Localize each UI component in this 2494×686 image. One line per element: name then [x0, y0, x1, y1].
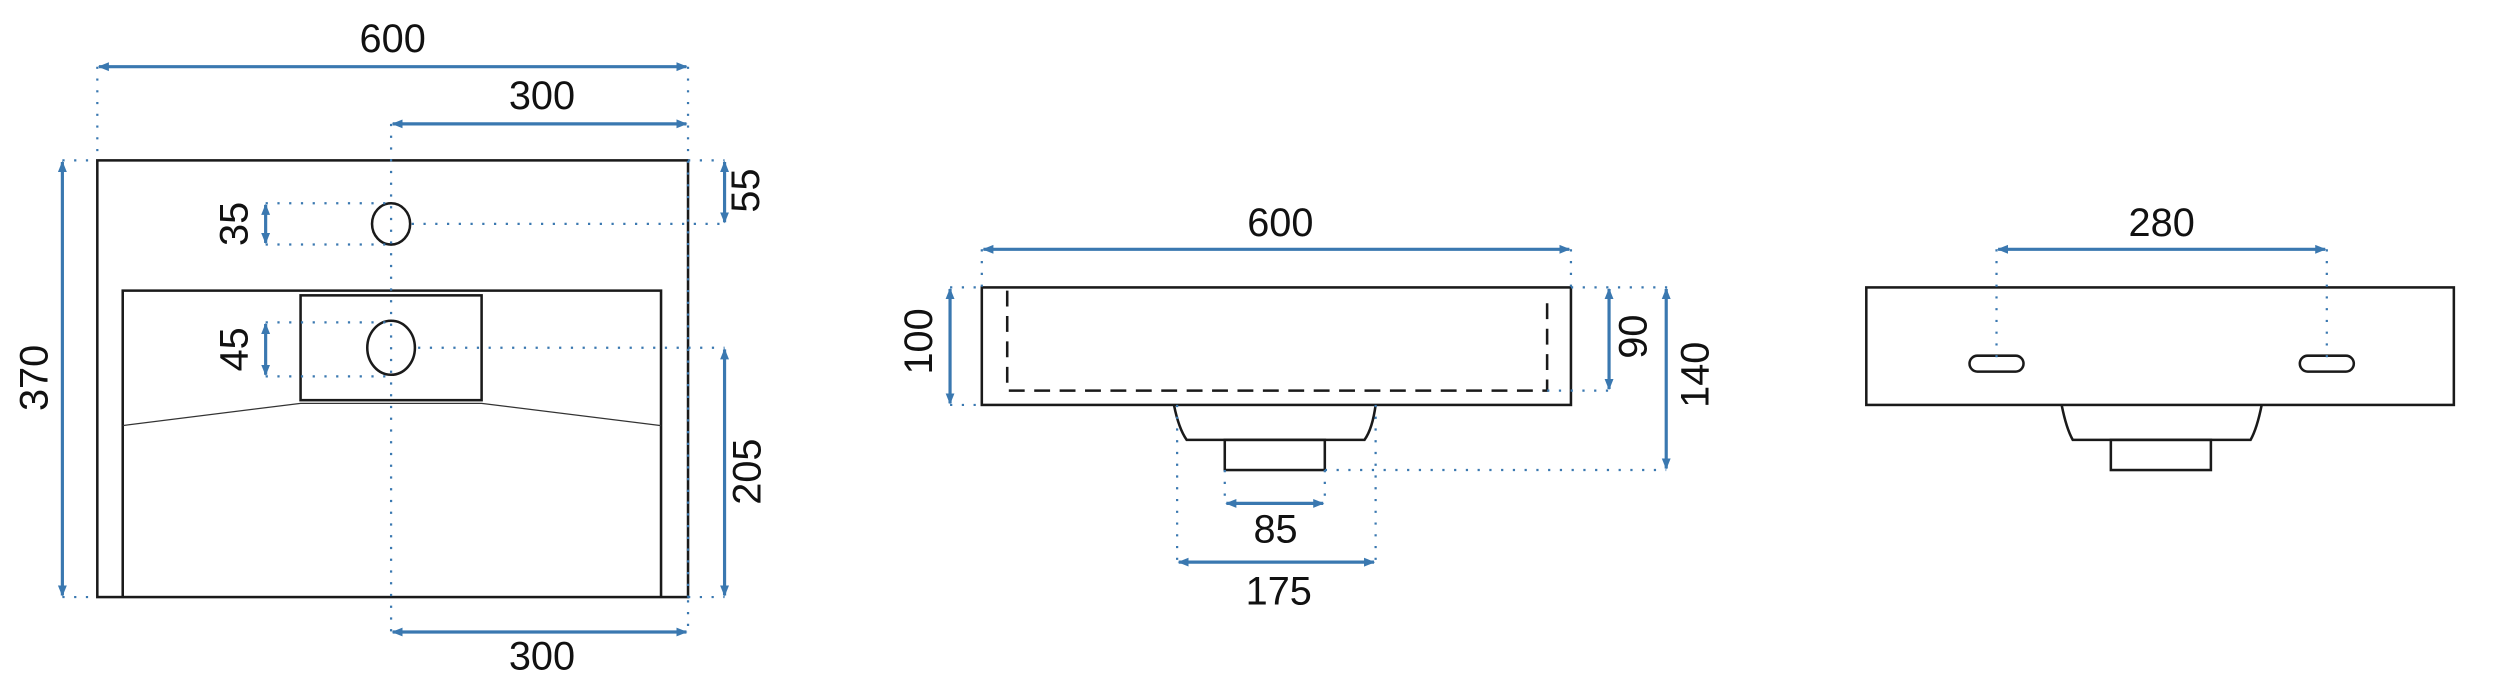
mounting-slot-right	[2298, 354, 2356, 373]
hidden-bowl-line	[1005, 290, 1549, 392]
drain-outlet	[2109, 438, 2213, 472]
label-width: 600	[360, 17, 426, 61]
mounting-slot-left	[1968, 354, 2025, 373]
extension-lines	[1995, 249, 2328, 364]
bowl-underside	[1172, 404, 1377, 442]
drain-recess	[299, 294, 483, 402]
drain-outlet	[1223, 438, 1327, 472]
extension-lines	[950, 249, 1670, 563]
label-inner-depth: 90	[1612, 315, 1656, 359]
extension-lines	[62, 66, 725, 636]
drain-hole	[365, 319, 417, 377]
basin-outline	[96, 159, 690, 599]
basin-back-outline	[1865, 286, 2456, 407]
label-height: 100	[897, 308, 941, 374]
label-drain-offset: 300	[509, 634, 575, 678]
basin-front-outline	[980, 286, 1573, 407]
label-depth: 370	[12, 345, 56, 411]
top-view: 600 300 370 55 35 45 205 300	[12, 17, 769, 679]
label-height-with-drain: 140	[1673, 342, 1717, 408]
back-view: 280	[1865, 201, 2456, 472]
label-bowl-width: 175	[1246, 569, 1312, 613]
bowl-underside	[2060, 404, 2263, 442]
label-front-width: 600	[1247, 201, 1313, 245]
label-drain-width: 85	[1254, 507, 1298, 551]
label-tap-from-back: 55	[724, 168, 768, 212]
front-view: 600 100 90 140 85 175	[897, 201, 1718, 613]
label-drain-from-front: 205	[725, 439, 769, 505]
label-hole-spacing: 280	[2129, 201, 2195, 245]
bowl-slope-line	[122, 402, 662, 427]
tap-hole	[370, 201, 412, 246]
label-drain-diameter: 45	[213, 327, 257, 371]
label-tap-hole: 35	[213, 202, 257, 246]
label-tap-offset: 300	[509, 74, 575, 118]
